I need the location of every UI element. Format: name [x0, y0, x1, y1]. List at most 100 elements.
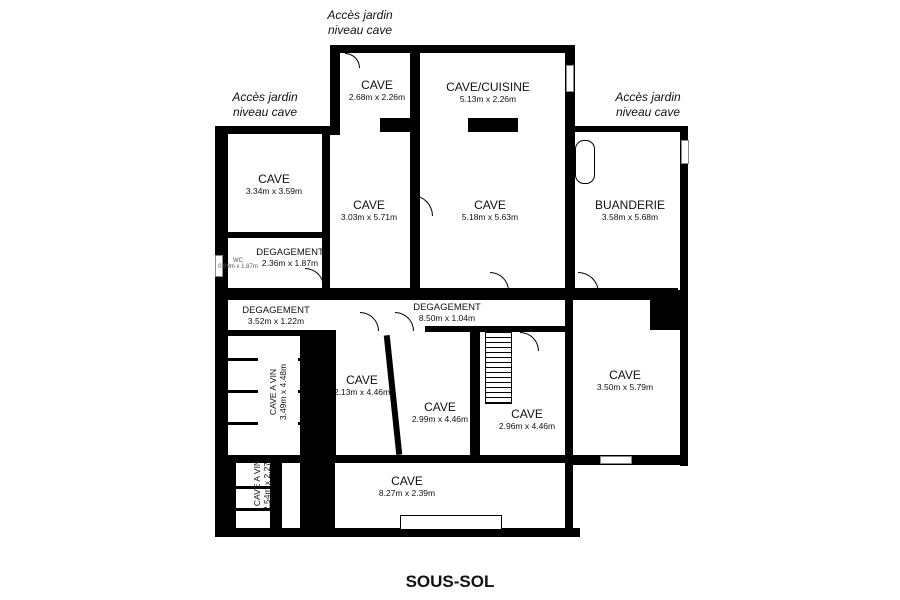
door [345, 53, 360, 68]
wall [215, 126, 330, 134]
door [578, 272, 599, 293]
door [490, 272, 509, 291]
bathtub [575, 140, 595, 184]
shelf [298, 422, 328, 425]
room-name: CAVE [511, 407, 543, 421]
shelf [228, 390, 258, 393]
wall [228, 455, 568, 463]
room-dim: 3.52m x 1.22m [247, 316, 305, 326]
room-dim: 3.58m x 5.68m [601, 212, 659, 222]
room-name: BUANDERIE [594, 198, 666, 212]
shelf [298, 390, 328, 393]
room-name: DEGAGEMENT [256, 247, 324, 258]
door [520, 332, 539, 351]
note-line: niveau cave [615, 105, 681, 119]
wall [228, 330, 333, 336]
wall [468, 118, 518, 132]
room-dim: 2.13m x 4.46m [333, 387, 391, 397]
room-dim: 5.13m x 2.26m [459, 94, 517, 104]
note-line: Accès jardin [615, 90, 681, 104]
floor-title: SOUS-SOL [405, 572, 495, 591]
wall [410, 53, 420, 290]
wall [565, 290, 573, 530]
window [215, 255, 223, 277]
room-name: CAVE [391, 474, 423, 488]
wall [215, 128, 228, 537]
room-name: CAVE [474, 198, 506, 212]
staircase [485, 332, 512, 404]
note-line: niveau cave [232, 105, 298, 119]
wall [650, 290, 680, 330]
room-name: CAVE A VIN [252, 459, 262, 507]
wall [330, 45, 575, 53]
wall [330, 45, 340, 135]
room-dim: 2.99m x 4.46m [411, 414, 469, 424]
wall [215, 528, 580, 537]
window [600, 456, 632, 464]
room-dim: 0.89m x 1.87m [218, 264, 258, 270]
window [566, 65, 574, 92]
wall [380, 118, 420, 132]
room-dim: 5.18m x 5.63m [461, 212, 519, 222]
wall [322, 128, 330, 288]
note-line: niveau cave [327, 23, 393, 37]
room-name: CAVE [353, 198, 385, 212]
room-name: CAVE [424, 400, 456, 414]
shelf [228, 422, 258, 425]
room-name: CAVE [346, 373, 378, 387]
door [360, 312, 379, 331]
wall [565, 126, 688, 132]
room-name: CAVE/CUISINE [446, 80, 530, 94]
note-line: Accès jardin [232, 90, 298, 104]
wall [328, 330, 336, 460]
room-dim: 3.49m x 4.48m [278, 363, 288, 421]
room-name: WC [233, 258, 243, 264]
room-name: DEGAGEMENT [242, 305, 310, 316]
room-dim: 2.68m x 2.26m [348, 92, 406, 102]
room-name: DEGAGEMENT [413, 302, 481, 313]
wall [270, 455, 282, 535]
door [395, 312, 414, 331]
wall [228, 232, 328, 238]
wall [228, 288, 678, 300]
door [412, 195, 433, 216]
room-name: CAVE [258, 172, 290, 186]
wall [565, 45, 575, 290]
room-dim: 8.27m x 2.39m [378, 488, 436, 498]
wall [680, 126, 688, 466]
room-name: CAVE [609, 368, 641, 382]
room-dim: 3.03m x 5.71m [340, 212, 398, 222]
window [681, 140, 689, 164]
shelf [228, 358, 258, 361]
wall [470, 330, 480, 460]
room-dim: 8.50m x 1.04m [418, 313, 476, 323]
room-name: CAVE A VIN [268, 368, 278, 416]
room-dim: 3.50m x 5.79m [596, 382, 654, 392]
wall [228, 455, 236, 535]
room-dim: 2.54m x 2.27m [262, 454, 272, 512]
room-dim: 3.34m x 3.59m [245, 186, 303, 196]
wall [425, 326, 565, 332]
room-dim: 2.96m x 4.46m [498, 421, 556, 431]
shelf [236, 486, 270, 489]
shelf [236, 508, 270, 511]
